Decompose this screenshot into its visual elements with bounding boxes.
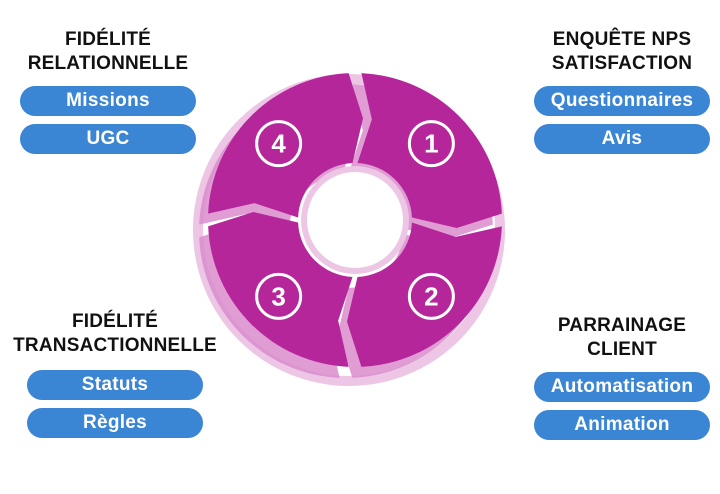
step-badge-3	[255, 272, 303, 320]
block-title: FIDÉLITÉ TRANSACTIONNELLE	[13, 311, 217, 356]
block-fidelite-relationnelle: FIDÉLITÉ RELATIONNELLE Missions UGC	[10, 28, 206, 154]
animation-button[interactable]: Animation	[534, 410, 710, 440]
step-number-3: 3	[271, 281, 285, 311]
segment-2	[346, 222, 502, 367]
segment-4	[208, 73, 364, 218]
ring-center	[301, 166, 409, 274]
avis-button[interactable]: Avis	[534, 124, 710, 154]
step-number-1: 1	[424, 129, 438, 159]
ugc-button[interactable]: UGC	[20, 124, 196, 154]
segment-3	[208, 211, 353, 367]
step-badge-1	[407, 120, 455, 168]
cycle-diagram: 1 2 3 4	[193, 73, 505, 386]
block-enquete-nps: ENQUÊTE NPS SATISFACTION Questionnaires …	[524, 28, 720, 154]
step-badge-4	[255, 120, 303, 168]
questionnaires-button[interactable]: Questionnaires	[534, 86, 710, 116]
block-title: FIDÉLITÉ RELATIONNELLE	[27, 29, 189, 74]
step-number-2: 2	[424, 281, 438, 311]
segment-1	[357, 73, 502, 229]
step-badge-2	[407, 272, 455, 320]
cycle-ring	[193, 73, 505, 386]
block-parrainage-client: PARRAINAGE CLIENT Automatisation Animati…	[524, 314, 720, 440]
regles-button[interactable]: Règles	[27, 408, 203, 438]
statuts-button[interactable]: Statuts	[27, 370, 203, 400]
block-title: ENQUÊTE NPS SATISFACTION	[551, 29, 693, 74]
cycle-steps: 1 2 3 4	[255, 120, 455, 320]
block-fidelite-transactionnelle: FIDÉLITÉ TRANSACTIONNELLE Statuts Règles	[10, 310, 220, 438]
missions-button[interactable]: Missions	[20, 86, 196, 116]
automatisation-button[interactable]: Automatisation	[534, 372, 710, 402]
step-number-4: 4	[271, 129, 286, 159]
block-title: PARRAINAGE CLIENT	[557, 315, 687, 360]
